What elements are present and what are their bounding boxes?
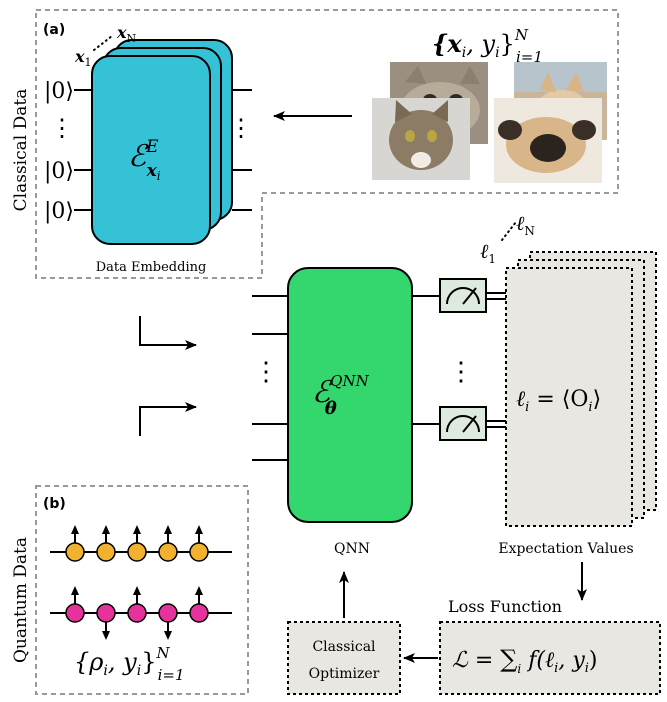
panel-a-tag: (a) xyxy=(43,22,65,38)
spin-up xyxy=(65,586,85,623)
output-vdots: ⋮ xyxy=(229,114,253,142)
expectation-formula: ℓi = ⟨Oi⟩ xyxy=(516,387,601,415)
spin-row-1 xyxy=(65,525,209,562)
stack-label-lN: ℓN xyxy=(516,211,535,238)
stack-dots-l xyxy=(501,221,517,241)
qnn-caption: QNN xyxy=(334,541,370,557)
classical-optimizer-box: Classical Optimizer xyxy=(287,621,401,695)
spin-up xyxy=(127,586,147,623)
spin-up xyxy=(127,525,147,562)
quantum-to-qnn-arrow xyxy=(139,402,197,436)
ket-0-mid: |0⟩ xyxy=(44,159,74,184)
measurement-meter-top xyxy=(439,278,487,313)
stack-label-l1: ℓ1 xyxy=(480,239,496,266)
optimizer-line-1: Classical xyxy=(312,639,376,655)
tabby-cat-photo xyxy=(372,98,470,180)
panel-a: (a) Classical Data |0⟩ |0⟩ |0⟩ ⋮ ⋮ x1 xN… xyxy=(11,9,619,279)
panel-b-tag: (b) xyxy=(43,496,66,512)
stack-dots-a xyxy=(93,35,113,51)
spin-up xyxy=(189,586,209,623)
qnn-output-vdots: ⋮ xyxy=(448,357,474,387)
optimizer-line-2: Optimizer xyxy=(309,666,380,682)
measurement-meter-bottom xyxy=(439,406,487,441)
panel-a-border xyxy=(35,9,619,279)
loss-formula: ℒ = ∑i f(ℓi, yi) xyxy=(452,645,598,676)
qnn-wires xyxy=(252,292,508,461)
quantum-data-label: Quantum Data xyxy=(11,537,31,663)
expectation-caption: Expectation Values xyxy=(498,541,633,557)
qnn-box xyxy=(287,267,413,523)
panel-b-border xyxy=(35,485,249,695)
loss-function-box: ℒ = ∑i f(ℓi, yi) xyxy=(439,621,661,695)
stack-label-xN: xN xyxy=(116,23,137,45)
loss-function-label: Loss Function xyxy=(448,597,562,616)
classical-data-label: Classical Data xyxy=(11,89,31,212)
spin-down xyxy=(96,603,116,640)
spin-down xyxy=(158,603,178,640)
ket-0-bot: |0⟩ xyxy=(44,199,74,224)
qnn-input-vdots: ⋮ xyxy=(253,357,279,387)
spin-up xyxy=(189,525,209,562)
ket-0-top: |0⟩ xyxy=(44,79,74,104)
input-wires xyxy=(74,89,252,211)
data-embedding-caption: Data Embedding xyxy=(96,260,207,275)
expectation-values: ℓi = ⟨Oi⟩ ℓ1 ℓN Expectation Values xyxy=(480,211,657,557)
embed-box-front xyxy=(91,55,211,245)
expectation-card-front xyxy=(505,267,633,527)
spin-row-2 xyxy=(65,586,209,640)
spin-up xyxy=(158,525,178,562)
classical-to-qnn-arrow xyxy=(139,316,197,350)
ket-vdots: ⋮ xyxy=(50,114,74,142)
pug-photo xyxy=(494,98,602,183)
stack-label-x1: x1 xyxy=(74,47,92,69)
spin-up xyxy=(65,525,85,562)
spin-up xyxy=(96,525,116,562)
